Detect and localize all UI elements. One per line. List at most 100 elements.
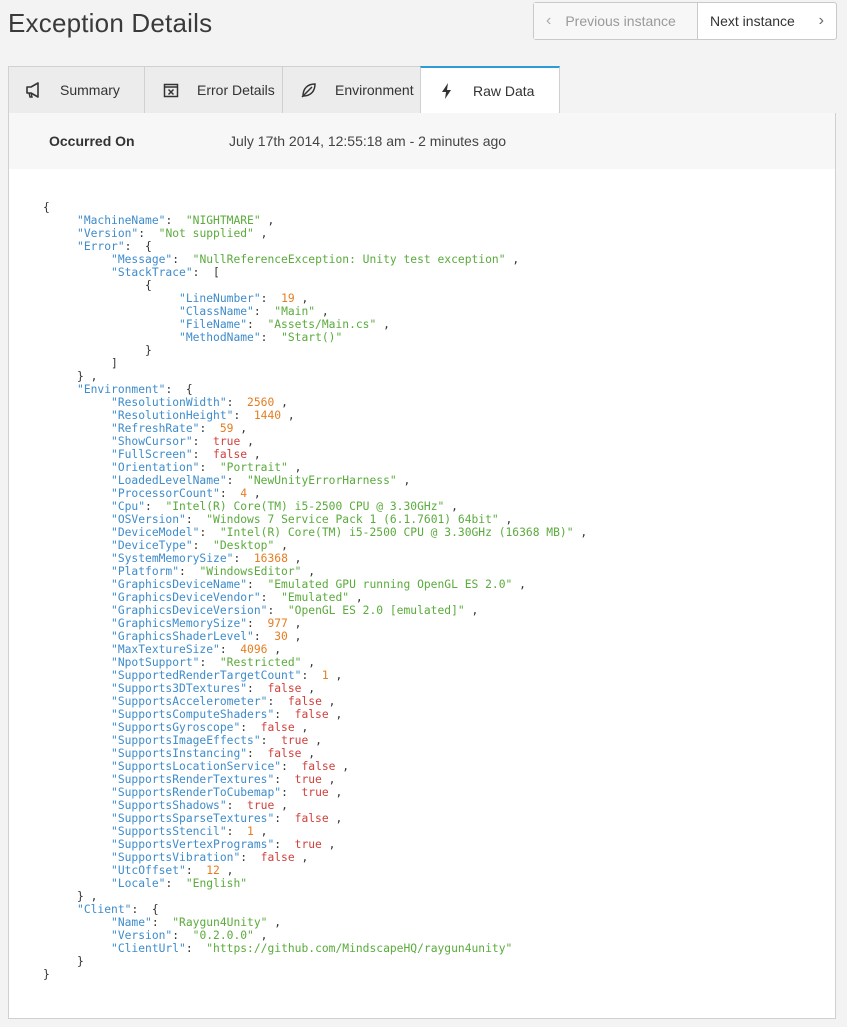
json-string-value: "Emulated GPU running OpenGL ES 2.0" <box>267 578 513 591</box>
json-string-value: "NullReferenceException: Unity test exce… <box>192 253 506 266</box>
json-key: "MaxTextureSize" <box>111 643 220 656</box>
json-string-value: "English" <box>185 877 248 890</box>
json-string-value: "Start()" <box>281 331 343 344</box>
json-key: "GraphicsShaderLevel" <box>111 630 254 643</box>
json-number-value: 1 <box>321 669 329 682</box>
json-string-value: "NIGHTMARE" <box>185 214 261 227</box>
json-key: "ResolutionHeight" <box>111 409 234 422</box>
json-key: "ClassName" <box>179 305 254 318</box>
leaf-icon <box>297 80 321 100</box>
tab-environment[interactable]: Environment <box>282 66 421 113</box>
json-key: "ProcessorCount" <box>111 487 220 500</box>
json-key: "Error" <box>77 240 125 253</box>
json-boolean-value: false <box>294 708 329 721</box>
json-key: "NpotSupport" <box>111 656 200 669</box>
json-string-value: "OpenGL ES 2.0 [emulated]" <box>287 604 465 617</box>
json-key: "SupportsVibration" <box>111 851 241 864</box>
json-boolean-value: true <box>294 773 322 786</box>
json-key: "FileName" <box>179 318 248 331</box>
json-key: "Environment" <box>77 383 166 396</box>
json-key: "Orientation" <box>111 461 200 474</box>
json-key: "ClientUrl" <box>111 942 186 955</box>
json-key: "SupportsStencil" <box>111 825 227 838</box>
json-key: "SupportsVertexPrograms" <box>111 838 275 851</box>
json-key: "ResolutionWidth" <box>111 396 227 409</box>
json-boolean-value: true <box>247 799 275 812</box>
json-number-value: 977 <box>267 617 288 630</box>
json-boolean-value: false <box>294 812 329 825</box>
instance-pager: ‹ Previous instance Next instance › <box>533 2 837 40</box>
json-boolean-value: false <box>260 721 295 734</box>
json-string-value: "Windows 7 Service Pack 1 (6.1.7601) 64b… <box>206 513 499 526</box>
json-string-value: "Emulated" <box>281 591 350 604</box>
json-string-value: "NewUnityErrorHarness" <box>247 474 397 487</box>
json-number-value: 16368 <box>253 552 288 565</box>
json-string-value: "0.2.0.0" <box>192 929 254 942</box>
json-string-value: "Restricted" <box>219 656 302 669</box>
json-string-value: "Not supplied" <box>158 227 254 240</box>
json-string-value: "Raygun4Unity" <box>172 916 268 929</box>
json-key: "SupportsGyroscope" <box>111 721 241 734</box>
json-key: "DeviceType" <box>111 539 193 552</box>
json-number-value: 1 <box>247 825 254 838</box>
json-number-value: 4096 <box>240 643 268 656</box>
json-string-value: "WindowsEditor" <box>199 565 302 578</box>
previous-instance-button[interactable]: ‹ Previous instance <box>534 3 698 39</box>
json-key: "LineNumber" <box>179 292 261 305</box>
tab-error-details-label: Error Details <box>197 82 275 98</box>
tab-bar: Summary Error Details Environment Raw Da… <box>8 66 836 114</box>
json-number-value: 19 <box>281 292 295 305</box>
previous-instance-label: Previous instance <box>565 13 676 29</box>
json-number-value: 4 <box>240 487 248 500</box>
json-number-value: 1440 <box>253 409 282 422</box>
json-key: "StackTrace" <box>111 266 193 279</box>
json-key: "GraphicsDeviceVersion" <box>111 604 268 617</box>
error-box-icon <box>159 80 183 100</box>
tab-environment-label: Environment <box>335 82 414 98</box>
json-boolean-value: true <box>213 435 241 448</box>
json-key: "SupportsAccelerometer" <box>111 695 268 708</box>
json-key: "Locale" <box>111 877 166 890</box>
lightning-icon <box>435 81 459 101</box>
json-string-value: "Desktop" <box>213 539 275 552</box>
next-instance-button[interactable]: Next instance › <box>698 3 836 39</box>
json-string-value: "Assets/Main.cs" <box>267 318 377 331</box>
json-key: "Client" <box>77 903 132 916</box>
json-key: "SystemMemorySize" <box>111 552 234 565</box>
json-boolean-value: false <box>213 448 248 461</box>
json-key: "SupportsLocationService" <box>111 760 282 773</box>
tab-error-details[interactable]: Error Details <box>144 66 283 113</box>
json-string-value: "Intel(R) Core(TM) i5-2500 CPU @ 3.30GHz… <box>219 526 574 539</box>
json-key: "Supports3DTextures" <box>111 682 248 695</box>
json-key: "Message" <box>111 253 173 266</box>
json-number-value: 59 <box>219 422 234 435</box>
json-key: "Platform" <box>111 565 180 578</box>
json-key: "FullScreen" <box>111 448 193 461</box>
json-key: "LoadedLevelName" <box>111 474 227 487</box>
next-instance-label: Next instance <box>710 13 795 29</box>
json-key: "SupportsInstancing" <box>111 747 248 760</box>
json-key: "RefreshRate" <box>111 422 200 435</box>
json-string-value: "https://github.com/MindscapeHQ/raygun4u… <box>206 942 513 955</box>
json-key: "SupportsRenderToCubemap" <box>111 786 282 799</box>
json-boolean-value: true <box>281 734 309 747</box>
json-key: "Version" <box>77 227 139 240</box>
json-number-value: 12 <box>206 864 220 877</box>
json-boolean-value: true <box>301 786 329 799</box>
chevron-left-icon: ‹ <box>546 12 552 29</box>
json-key: "MethodName" <box>179 331 261 344</box>
json-string-value: "Intel(R) Core(TM) i5-2500 CPU @ 3.30GHz… <box>165 500 445 513</box>
json-key: "SupportedRenderTargetCount" <box>111 669 302 682</box>
json-key: "UtcOffset" <box>111 864 186 877</box>
json-key: "SupportsRenderTextures" <box>111 773 275 786</box>
json-key: "SupportsShadows" <box>111 799 227 812</box>
json-key: "ShowCursor" <box>111 435 193 448</box>
tab-raw-data[interactable]: Raw Data <box>420 66 560 114</box>
tab-summary[interactable]: Summary <box>8 66 145 113</box>
json-key: "GraphicsMemorySize" <box>111 617 248 630</box>
tab-summary-label: Summary <box>60 82 120 98</box>
json-boolean-value: false <box>267 747 302 760</box>
json-key: "GraphicsDeviceVendor" <box>111 591 261 604</box>
json-key: "SupportsImageEffects" <box>111 734 261 747</box>
tab-raw-data-label: Raw Data <box>473 83 535 99</box>
